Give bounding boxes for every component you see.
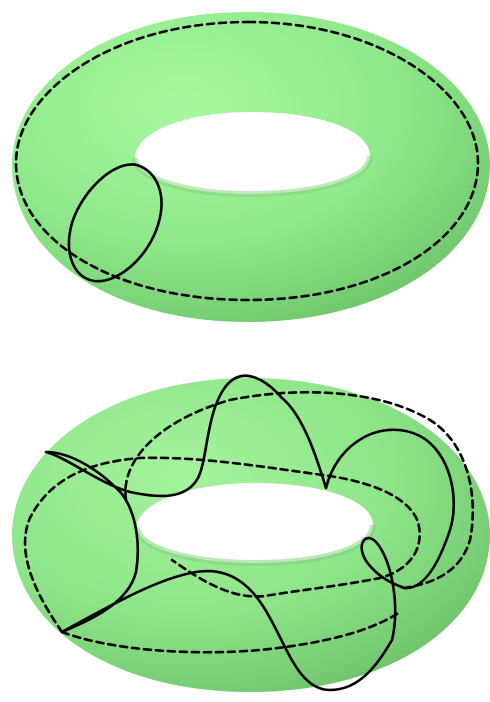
bottom-torus <box>12 376 490 692</box>
top-torus <box>12 12 490 322</box>
bottom-torus-surface <box>12 378 490 692</box>
